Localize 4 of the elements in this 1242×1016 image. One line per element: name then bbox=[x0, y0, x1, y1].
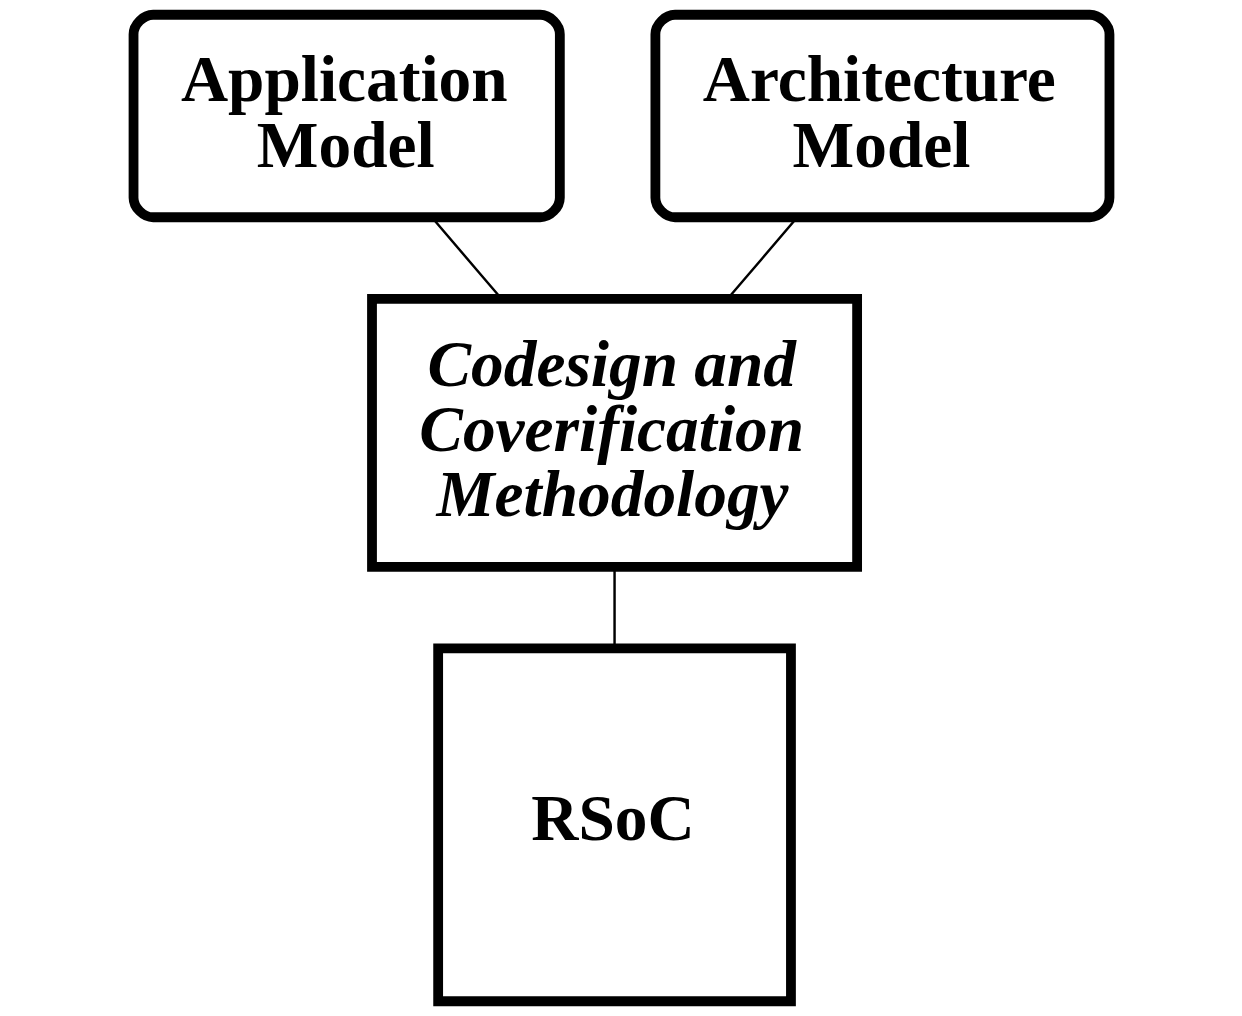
node-box: Application Model bbox=[128, 9, 565, 223]
node-box: Codesign and Coverification Methodology bbox=[366, 294, 862, 572]
node-box: RSoC bbox=[432, 643, 796, 1007]
node-box: Architecture Model bbox=[650, 9, 1114, 223]
